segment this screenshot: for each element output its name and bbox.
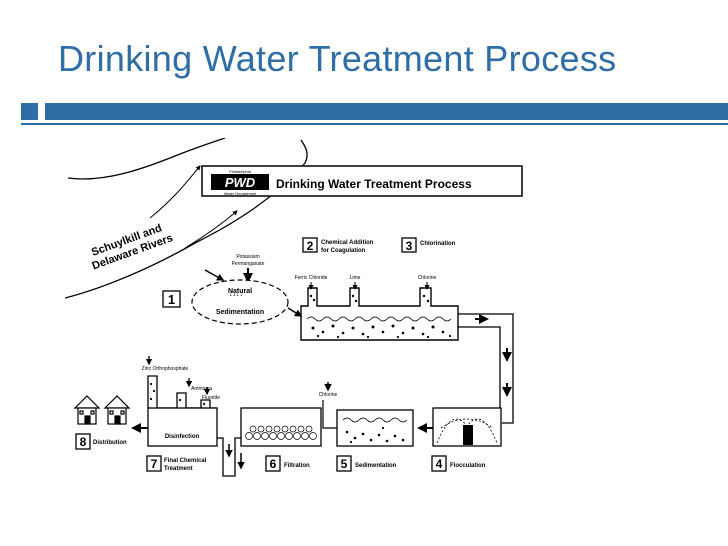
potassium-label: Potassium xyxy=(236,254,259,260)
right-pipe-outer xyxy=(458,313,514,424)
mixer-paddle xyxy=(463,425,473,445)
water-surface xyxy=(342,417,408,423)
u-pipe xyxy=(217,437,241,477)
step5-number-box xyxy=(336,455,352,472)
title-accent-bar xyxy=(45,103,728,120)
step8-label: Distribution xyxy=(93,440,127,446)
right-pipe-inner xyxy=(458,326,501,414)
connector-pipe xyxy=(322,400,337,429)
step6-number: 6 xyxy=(270,457,277,471)
natural-sedimentation-basin xyxy=(191,279,289,325)
logo-bottom-text: Water Department xyxy=(224,191,257,196)
ferric-chloride-label: Ferric Chloride xyxy=(295,275,328,281)
title-accent-square xyxy=(21,103,38,120)
lime-label: Lime xyxy=(350,275,361,281)
step7-label-line2: Treatment xyxy=(164,466,193,472)
diagram-header-text: Drinking Water Treatment Process xyxy=(276,177,472,191)
fluoride-label: Fluoride xyxy=(202,395,220,401)
step1-label-line1: Natural xyxy=(228,288,252,295)
house-icon xyxy=(73,395,101,425)
step2-number: 2 xyxy=(307,239,314,253)
river-bank-lower xyxy=(65,139,308,299)
settling-arrows: ↓↓↓↓ xyxy=(229,291,243,298)
step7-number-box xyxy=(146,455,162,472)
step1-number-box xyxy=(162,290,181,308)
disinfection-inlets xyxy=(147,375,217,409)
step8-number: 8 xyxy=(80,435,87,449)
step1-number: 1 xyxy=(168,292,175,307)
ammonia-label: Ammonia xyxy=(191,386,212,392)
step5-number: 5 xyxy=(341,457,348,471)
step6-label: Filtration xyxy=(284,463,310,469)
logo-top-text: Philadelphia xyxy=(229,169,252,174)
step3-label: Chlorination xyxy=(420,241,456,247)
step2-label-line2: for Coagulation xyxy=(321,248,366,254)
slide-title: Drinking Water Treatment Process xyxy=(58,38,617,79)
step7-number: 7 xyxy=(151,457,158,471)
step1-label-line2: Sedimentation xyxy=(216,309,264,316)
zinc-orthophosphate-label: Zinc Orthophosphate xyxy=(142,366,189,372)
step4-number-box xyxy=(431,455,447,472)
disinfection-label: Disinfection xyxy=(165,434,200,440)
step3-number: 3 xyxy=(406,239,413,253)
pwd-logo xyxy=(211,174,269,190)
diagram-canvas: Schuylkill and Delaware Rivers Philadelp… xyxy=(65,138,543,496)
logo-letters: PWD xyxy=(225,175,256,190)
house-icon xyxy=(103,395,131,425)
top-channel-inlets xyxy=(300,287,459,314)
step7-label-line1: Final Chemical xyxy=(164,458,207,464)
step2-label-line1: Chemical Addition xyxy=(321,240,374,246)
disinfection-tank xyxy=(147,407,218,447)
river-flow-arrow xyxy=(184,210,238,249)
step4-label: Flocculation xyxy=(450,463,486,469)
flow-arrow xyxy=(287,307,303,317)
river-flow-arrow xyxy=(149,165,201,219)
title-accent-rule xyxy=(21,123,728,125)
step3-number-box xyxy=(401,237,417,253)
chlorine-label-mid: Chlorine xyxy=(319,392,338,398)
intake-arrow xyxy=(204,269,225,281)
step4-number: 4 xyxy=(436,457,443,471)
step2-number-box xyxy=(302,237,318,253)
river-bank-upper xyxy=(67,138,226,180)
settled-particles xyxy=(345,426,405,444)
chlorine-label-top: Chlorine xyxy=(418,275,437,281)
particles xyxy=(309,294,452,339)
chemical-drops xyxy=(149,382,206,406)
treatment-process-diagram: Schuylkill and Delaware Rivers Philadelp… xyxy=(65,138,543,496)
sedimentation-tank xyxy=(336,409,414,447)
permanganate-label: Permanganate xyxy=(232,261,265,267)
step8-number-box xyxy=(75,433,91,450)
mixing-pattern xyxy=(440,418,494,429)
step5-label: Sedimentation xyxy=(355,463,397,469)
step6-number-box xyxy=(265,455,281,472)
filter-media xyxy=(245,425,317,440)
water-surface xyxy=(306,316,452,322)
